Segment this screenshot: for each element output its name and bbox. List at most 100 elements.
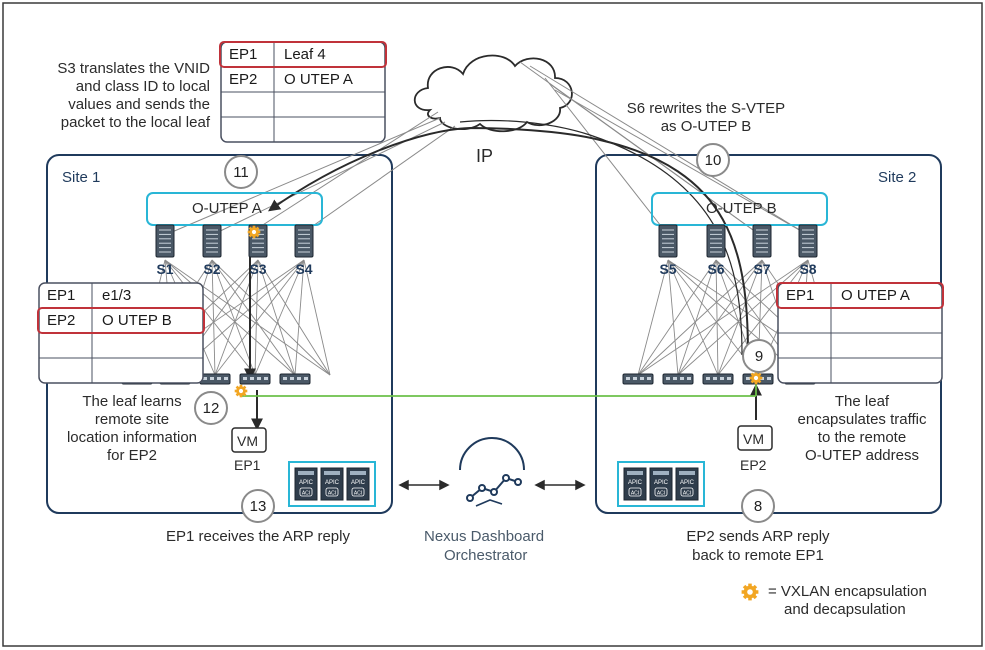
svg-text:EP2 sends ARP reply: EP2 sends ARP reply <box>686 528 830 545</box>
leaf-switch-icon <box>622 373 654 385</box>
svg-text:APIC: APIC <box>628 480 643 486</box>
svg-text:and class ID to local: and class ID to local <box>76 78 210 95</box>
svg-text:ACI: ACI <box>657 491 665 497</box>
leaf-switch-icon <box>199 373 231 385</box>
svg-text:8: 8 <box>754 498 762 515</box>
svg-text:remote site: remote site <box>95 411 169 428</box>
vm-ep1-label: VM <box>237 433 258 449</box>
leaf-switch-icon <box>702 373 734 385</box>
vm-ep2-box <box>737 425 773 451</box>
legend-gear-icon <box>741 583 759 601</box>
svg-text:The leaf: The leaf <box>835 393 890 410</box>
annotation-leaf-encap: The leaf encapsulates traffic to the rem… <box>798 393 927 464</box>
gear-icon <box>234 384 248 398</box>
svg-text:APIC: APIC <box>680 480 695 486</box>
svg-text:for EP2: for EP2 <box>107 447 157 464</box>
ip-label: IP <box>476 146 493 166</box>
svg-text:S6 rewrites the S-VTEP: S6 rewrites the S-VTEP <box>627 100 785 117</box>
annotation-ep1-receives: EP1 receives the ARP reply <box>166 528 350 545</box>
svg-text:ACI: ACI <box>631 491 639 497</box>
leaf-switch-icon <box>662 373 694 385</box>
spine-switch-icon <box>798 224 818 258</box>
annotation-s3: S3 translates the VNID and class ID to l… <box>57 60 210 131</box>
table-cell: EP1 <box>786 287 814 304</box>
outep-b-label: O-UTEP B <box>706 200 777 217</box>
svg-text:ACI: ACI <box>328 491 336 497</box>
spine-switch-icon <box>294 224 314 258</box>
step-circles: 8 9 10 11 12 13 <box>194 143 776 523</box>
nexus-dashboard-logo-icon <box>459 437 525 507</box>
table-cell: EP1 <box>47 287 75 304</box>
svg-text:to the remote: to the remote <box>818 429 906 446</box>
ndo-arrows <box>398 479 586 491</box>
svg-text:13: 13 <box>250 498 267 515</box>
spine-label: S1 <box>156 261 173 277</box>
spine-label: S5 <box>659 261 676 277</box>
legend-line2: and decapsulation <box>784 601 906 618</box>
svg-text:ACI: ACI <box>354 491 362 497</box>
ep2-label: EP2 <box>740 457 767 473</box>
ep1-label: EP1 <box>234 457 261 473</box>
svg-text:ACI: ACI <box>302 491 310 497</box>
step-13-circle: 13 <box>241 489 275 523</box>
gear-icon <box>741 583 759 601</box>
spine-switch-icon <box>706 224 726 258</box>
outep-a-label: O-UTEP A <box>192 200 262 217</box>
svg-text:as O-UTEP B: as O-UTEP B <box>661 118 752 135</box>
spine-label: S6 <box>707 261 724 277</box>
spine-switch-icon <box>202 224 222 258</box>
svg-text:values and sends the: values and sends the <box>68 96 210 113</box>
spine-switch-icon <box>752 224 772 258</box>
cloud-spine-links <box>164 61 809 236</box>
svg-text:location information: location information <box>67 429 197 446</box>
vm-ep1-box <box>231 427 267 453</box>
step-12-circle: 12 <box>194 391 228 425</box>
step-8-circle: 8 <box>741 489 775 523</box>
legend-line1: = VXLAN encapsulation <box>768 583 927 600</box>
svg-text:ACI: ACI <box>683 491 691 497</box>
apic-clusters: APICACIAPICACIAPICACIAPICACIAPICACIAPICA… <box>288 461 705 507</box>
table-cell: O UTEP B <box>102 312 172 329</box>
spine-switch-icon <box>658 224 678 258</box>
svg-text:9: 9 <box>755 348 763 365</box>
svg-text:APIC: APIC <box>299 480 314 486</box>
outep-a-box <box>146 192 323 226</box>
step-10-circle: 10 <box>696 143 730 177</box>
annotation-ep2-sends: EP2 sends ARP reply back to remote EP1 <box>686 528 830 564</box>
leaf-switch-icon <box>279 373 311 385</box>
annotation-s6: S6 rewrites the S-VTEP as O-UTEP B <box>627 100 785 135</box>
svg-text:S3 translates the VNID: S3 translates the VNID <box>57 60 210 77</box>
site1-label: Site 1 <box>62 169 100 186</box>
gear-icon <box>247 225 261 239</box>
table-cell: EP2 <box>47 312 75 329</box>
table-cell: O UTEP A <box>284 71 353 88</box>
vm-ep2-label: VM <box>743 431 764 447</box>
svg-text:encapsulates traffic: encapsulates traffic <box>798 411 927 428</box>
site2-label: Site 2 <box>878 169 916 186</box>
svg-text:10: 10 <box>705 152 722 169</box>
spine-label: S8 <box>799 261 816 277</box>
table-cell: Leaf 4 <box>284 46 326 63</box>
outep-b-box <box>651 192 828 226</box>
gears <box>234 225 763 398</box>
svg-text:APIC: APIC <box>351 480 366 486</box>
spine-label: S2 <box>203 261 220 277</box>
svg-text:O-UTEP address: O-UTEP address <box>805 447 919 464</box>
spine-label: S4 <box>295 261 312 277</box>
table-cell: e1/3 <box>102 287 131 304</box>
leaf-switch-icon <box>239 373 271 385</box>
table-cell: EP1 <box>229 46 257 63</box>
gear-icon <box>749 371 763 385</box>
svg-text:11: 11 <box>233 164 249 181</box>
annotation-leaf-learns: The leaf learns remote site location inf… <box>67 393 197 464</box>
ndo-label-line2: Orchestrator <box>444 547 527 564</box>
